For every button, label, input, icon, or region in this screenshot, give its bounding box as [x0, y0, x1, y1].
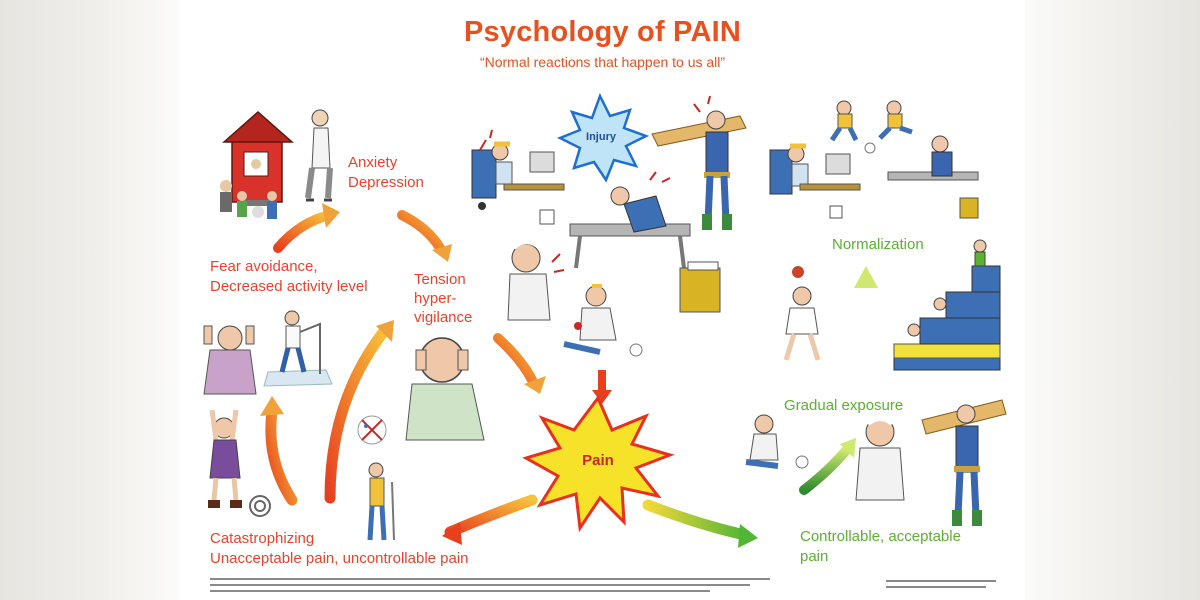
arrow-injury-to-pain: [592, 370, 612, 404]
diagram-art: [203, 92, 1007, 548]
children-group-illustration: [220, 180, 277, 219]
sad-old-man-illustration: [305, 109, 333, 202]
depression-label: Depression: [348, 174, 424, 191]
vigilance-label: vigilance: [414, 309, 473, 326]
arrow-controllable-to-gradual: [799, 438, 856, 495]
arms-up-woman-illustration: [208, 409, 242, 508]
arrow-pain-to-controllable: [642, 499, 758, 548]
fine-print-references: [210, 590, 710, 592]
pain-star: [522, 395, 675, 533]
arrow-catastrophizing-to-fear: [260, 396, 298, 506]
red-house-illustration: [222, 110, 294, 206]
worker-carrying-plank-illustration: [651, 95, 747, 230]
girl-playing-ball-illustration: [783, 266, 821, 361]
poster-title: Psychology of PAIN: [464, 16, 741, 48]
normalization-label: Normalization: [832, 236, 924, 253]
anxiety-label: Anxiety: [348, 154, 398, 171]
arrow-pain-to-catastrophizing: [442, 494, 538, 545]
frightened-woman-illustration: [203, 325, 257, 395]
poster-subtitle: “Normal reactions that happen to us all”: [479, 54, 726, 70]
arrow-tension-to-pain: [493, 333, 546, 394]
arrow-gradual-to-normalization: [854, 266, 878, 340]
office-worker-recovered-illustration: [769, 143, 861, 219]
blurred-background-left: [0, 0, 180, 600]
decreased-activity-label: Decreased activity level: [210, 278, 368, 295]
old-man-holding-shoulder-illustration: [507, 240, 565, 321]
man-with-crutch-illustration: [367, 462, 395, 541]
hyper-label: hyper-: [414, 290, 457, 307]
arrow-fear-to-anxiety: [273, 203, 340, 253]
smiling-old-man-illustration: [855, 417, 905, 501]
tension-label: Tension: [414, 271, 466, 288]
man-holding-knee-illustration: [563, 284, 643, 357]
arrow-catastrophizing-up-to-tension: [324, 320, 394, 504]
fine-print-references: [210, 584, 750, 586]
unacceptable-pain-label: Unacceptable pain, uncontrollable pain: [210, 550, 469, 567]
staircase-climbing-illustration: [893, 239, 1001, 371]
forbidden-activities-sign: [357, 415, 387, 445]
acceptable-pain-label: pain: [800, 548, 829, 565]
catastrophizing-label: Catastrophizing: [210, 530, 315, 547]
arrow-anxiety-to-tension: [397, 210, 452, 262]
blurred-background-right: [1020, 0, 1200, 600]
football-players-illustration: [829, 100, 913, 154]
gradual-exposure-label: Gradual exposure: [784, 397, 904, 414]
fear-avoidance-label: Fear avoidance,: [210, 258, 318, 275]
man-shoveling-snow-illustration: [263, 310, 333, 387]
happy-worker-with-plank-illustration: [921, 399, 1007, 526]
pain-label: Pain: [582, 452, 614, 469]
fine-print-references: [210, 578, 770, 580]
worker-at-desk-illustration: [887, 135, 979, 219]
pain-poster: Psychology of PAIN “Normal reactions tha…: [180, 0, 1025, 600]
controllable-pain-label: Controllable, acceptable: [800, 528, 961, 545]
man-covering-ears-illustration: [405, 337, 485, 441]
box-illustration: [679, 261, 721, 313]
garden-hose-illustration: [249, 495, 271, 517]
injury-label: Injury: [586, 131, 616, 143]
man-kneeling-with-ball-illustration: [745, 414, 809, 469]
injury-star: [556, 92, 650, 183]
bent-over-worker-illustration: [569, 171, 691, 269]
office-worker-woman-illustration: [471, 129, 565, 225]
fine-print-copyright: [886, 580, 996, 582]
fine-print-copyright: [886, 586, 986, 588]
